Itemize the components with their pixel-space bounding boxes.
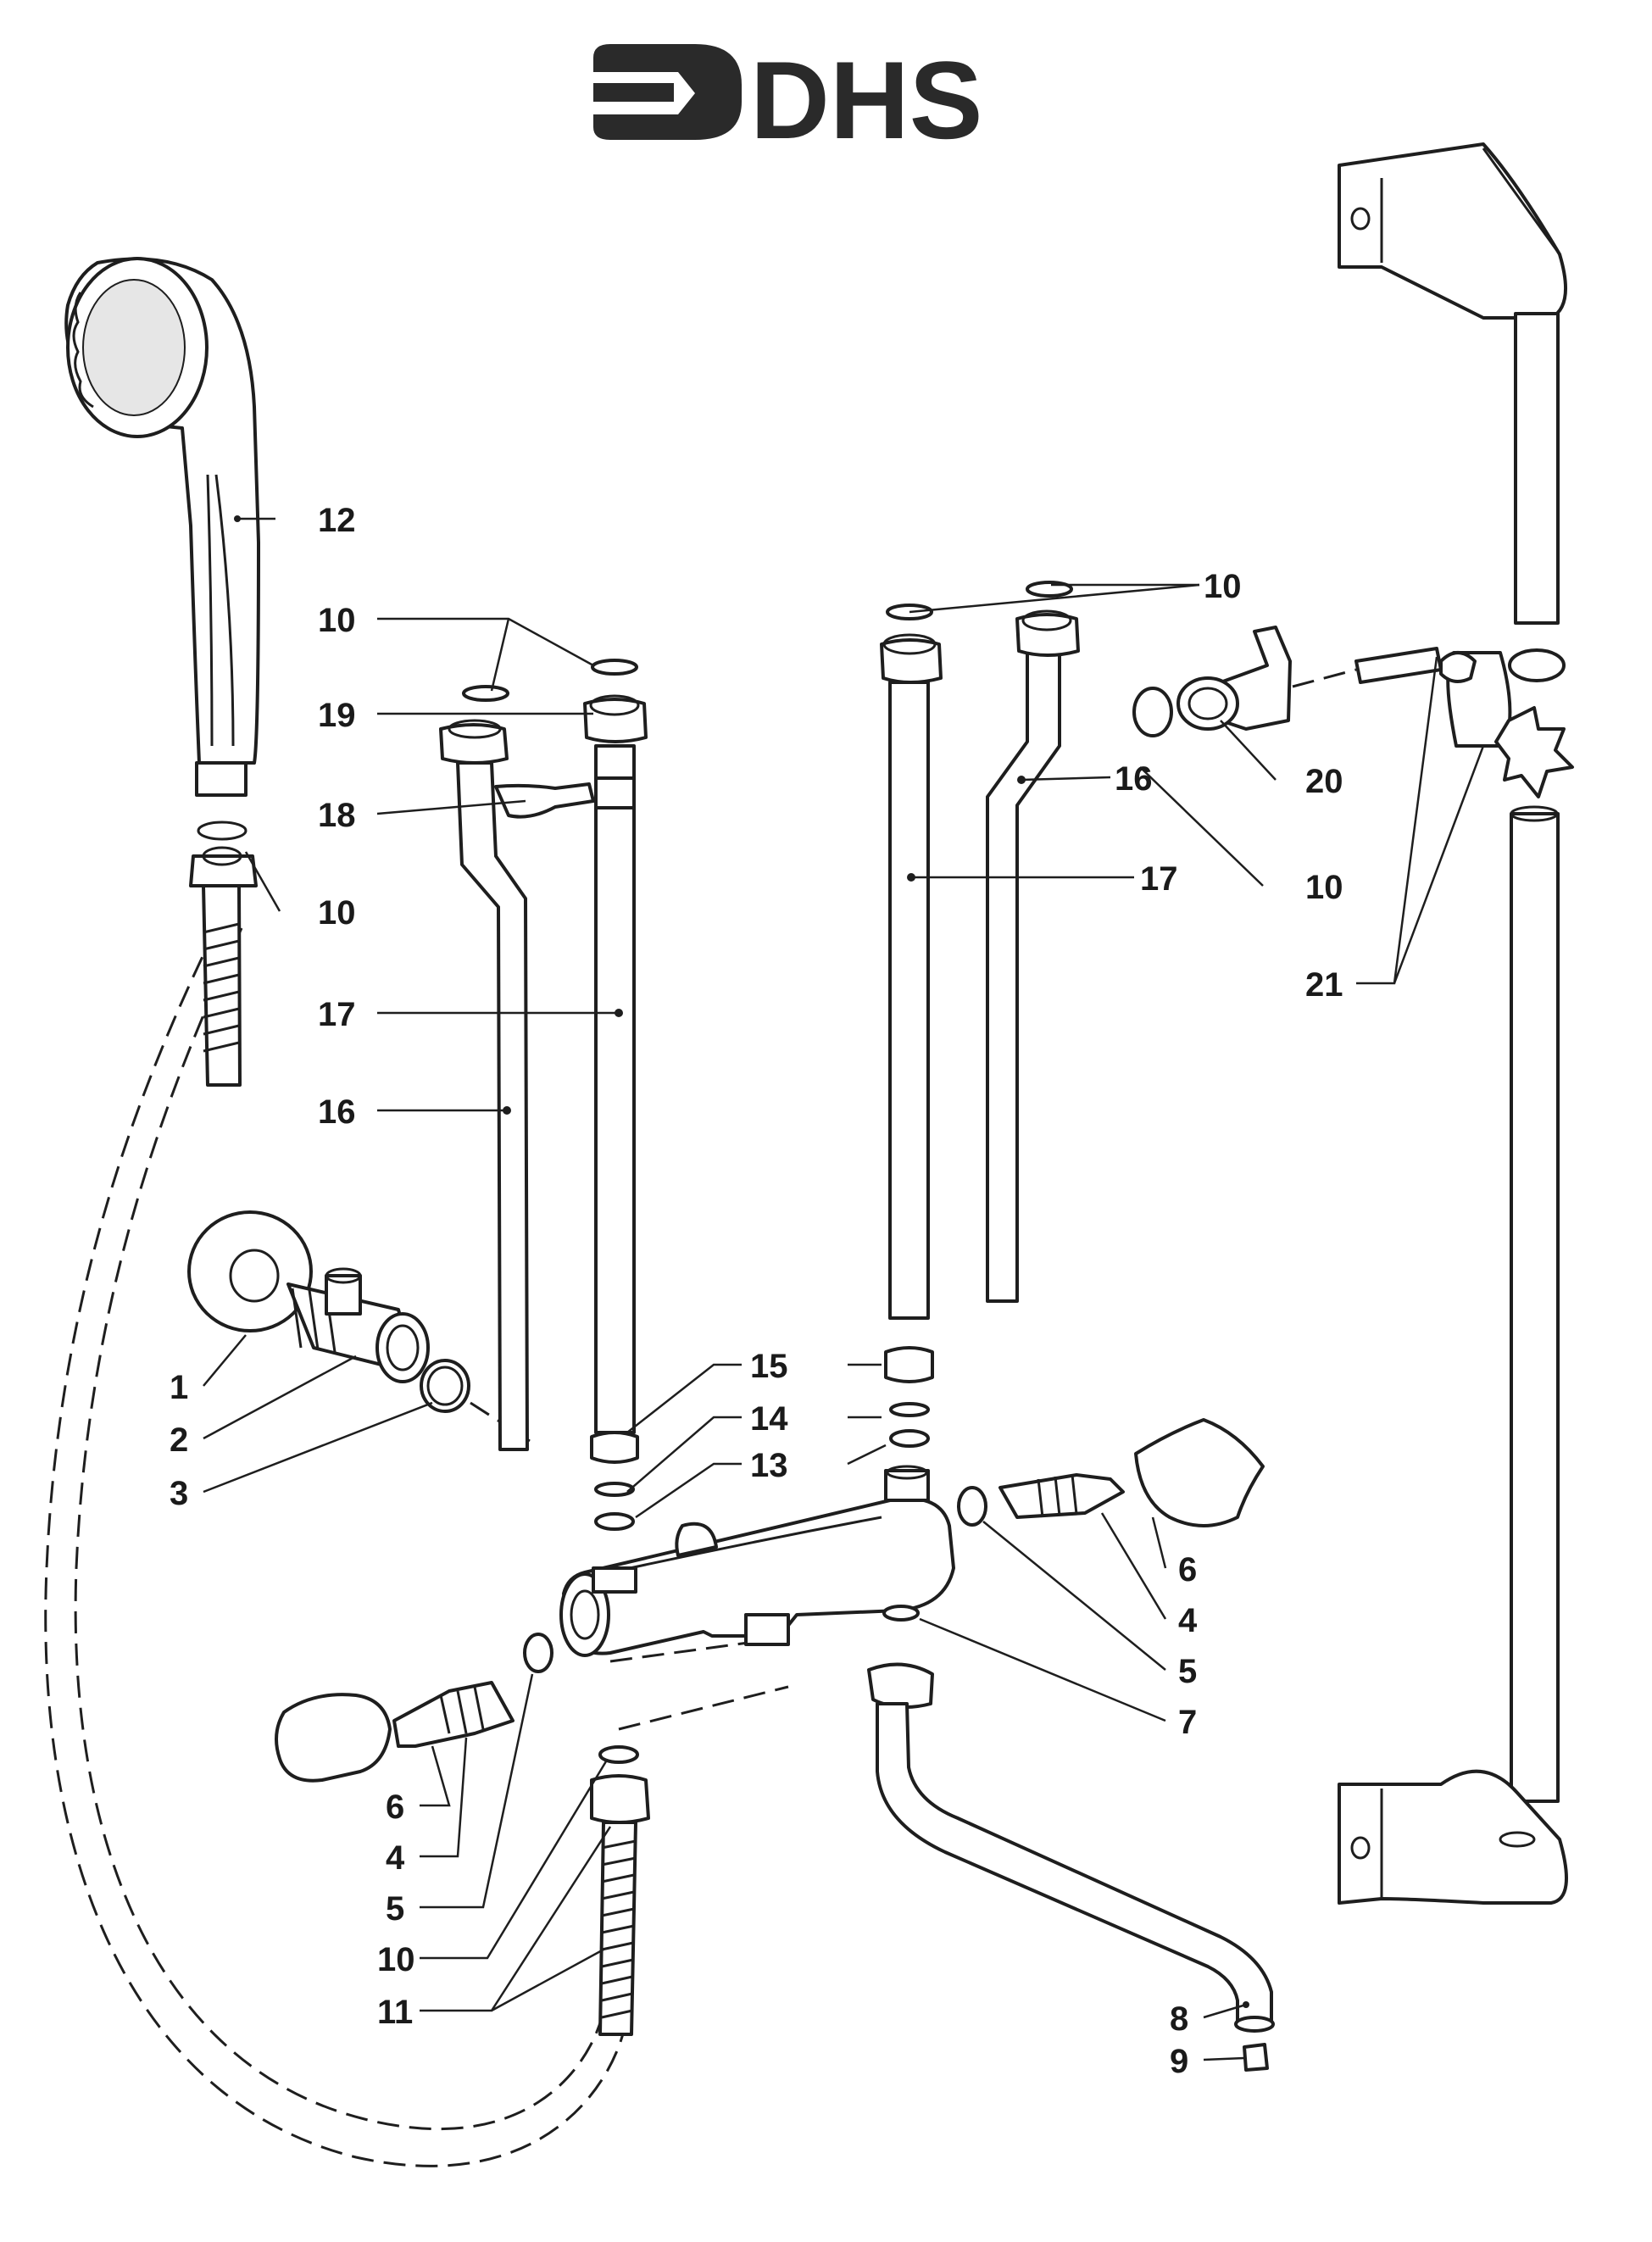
dhs-logo: DHS — [593, 38, 982, 162]
callout-5-left: 5 — [386, 1890, 404, 1928]
flexible-hose-dashed — [44, 927, 789, 2167]
callout-4-right: 4 — [1178, 1602, 1198, 1639]
callout-9: 9 — [1170, 2043, 1188, 2080]
callout-14: 14 — [750, 1400, 788, 1438]
callout-10-bottom: 10 — [377, 1941, 415, 1978]
valve-cartridges — [275, 1418, 1265, 1783]
callout-21: 21 — [1305, 966, 1343, 1004]
callout-labels: 12 10 19 18 10 17 16 10 16 17 20 10 21 1… — [170, 502, 1343, 2080]
centre-supply-pipes — [880, 581, 1080, 1320]
bottom-hose — [590, 1745, 650, 2036]
callout-13: 13 — [750, 1447, 788, 1484]
callout-20: 20 — [1305, 763, 1343, 800]
callout-16-left: 16 — [318, 1093, 356, 1131]
hand-shower — [64, 257, 260, 1087]
callout-16-right: 16 — [1115, 760, 1153, 798]
nuts-and-seals — [590, 1346, 934, 1622]
leader-lines — [203, 515, 1485, 2061]
callout-1: 1 — [170, 1369, 188, 1406]
callout-7: 7 — [1178, 1704, 1197, 1741]
brand-name: DHS — [750, 38, 982, 162]
callout-17-right: 17 — [1140, 860, 1178, 898]
callout-6-right: 6 — [1178, 1551, 1197, 1588]
callout-18: 18 — [318, 797, 356, 834]
callout-19: 19 — [318, 697, 356, 734]
callout-5-right: 5 — [1178, 1653, 1197, 1690]
callout-10-top-left: 10 — [318, 602, 356, 639]
callout-17-left: 17 — [318, 996, 356, 1033]
callout-10-right: 10 — [1305, 869, 1343, 906]
callout-2: 2 — [170, 1421, 188, 1459]
left-supply-pipes — [439, 659, 648, 1451]
callout-11: 11 — [377, 1994, 413, 2031]
wall-elbow-assembly — [187, 1210, 470, 1413]
callout-10-hand: 10 — [318, 894, 356, 932]
mixer-body — [559, 1465, 955, 1657]
callout-15: 15 — [750, 1348, 788, 1385]
callout-6-left: 6 — [386, 1789, 404, 1826]
callout-12: 12 — [318, 502, 356, 539]
callout-4-left: 4 — [386, 1839, 405, 1877]
callout-3: 3 — [170, 1475, 188, 1512]
callout-8: 8 — [1170, 2000, 1188, 2038]
callout-10-top-right: 10 — [1204, 568, 1242, 605]
spout-assembly — [867, 1662, 1275, 2072]
slide-rail-assembly — [1338, 142, 1574, 1905]
y-fitting-assembly — [1132, 626, 1443, 737]
